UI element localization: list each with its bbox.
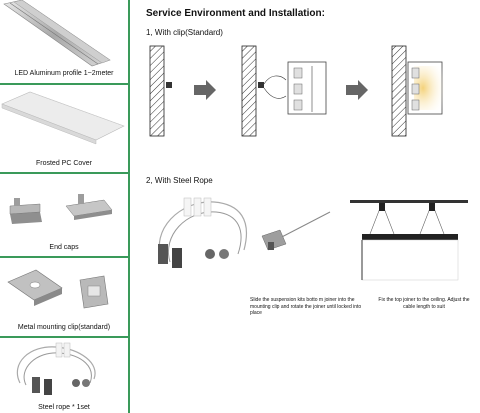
profile-caption: LED Aluminum profile 1~2meter [14,70,114,77]
page-title: Service Environment and Installation: [146,8,325,19]
end-caps-image [9,194,113,224]
panel-separator [0,336,128,338]
endcaps-caption: End caps [49,244,79,251]
panel-separator [0,256,128,258]
sidebar-divider [128,0,130,413]
frosted-cover-image [1,91,125,145]
steel-rope-diagram [158,197,468,281]
aluminum-profile-image [3,0,111,67]
panel-separator [0,172,128,174]
cover-caption: Frosted PC Cover [35,160,93,167]
clip-install-diagram [149,45,444,137]
mounting-clip-image [7,269,109,309]
panel-separator [0,83,128,85]
steel-rope-image [16,342,96,395]
rope-caption: Steel rope * 1set [38,404,90,411]
section1-label: 1, With clip(Standard) [146,28,223,37]
rope-install-note: Slide the suspension kits botto m joiner… [250,297,362,316]
ceiling-install-note: Fix the top joiner to the ceiling. Adjus… [378,297,470,310]
clip-caption: Metal mounting clip(standard) [17,324,111,331]
section2-label: 2, With Steel Rope [146,176,213,185]
